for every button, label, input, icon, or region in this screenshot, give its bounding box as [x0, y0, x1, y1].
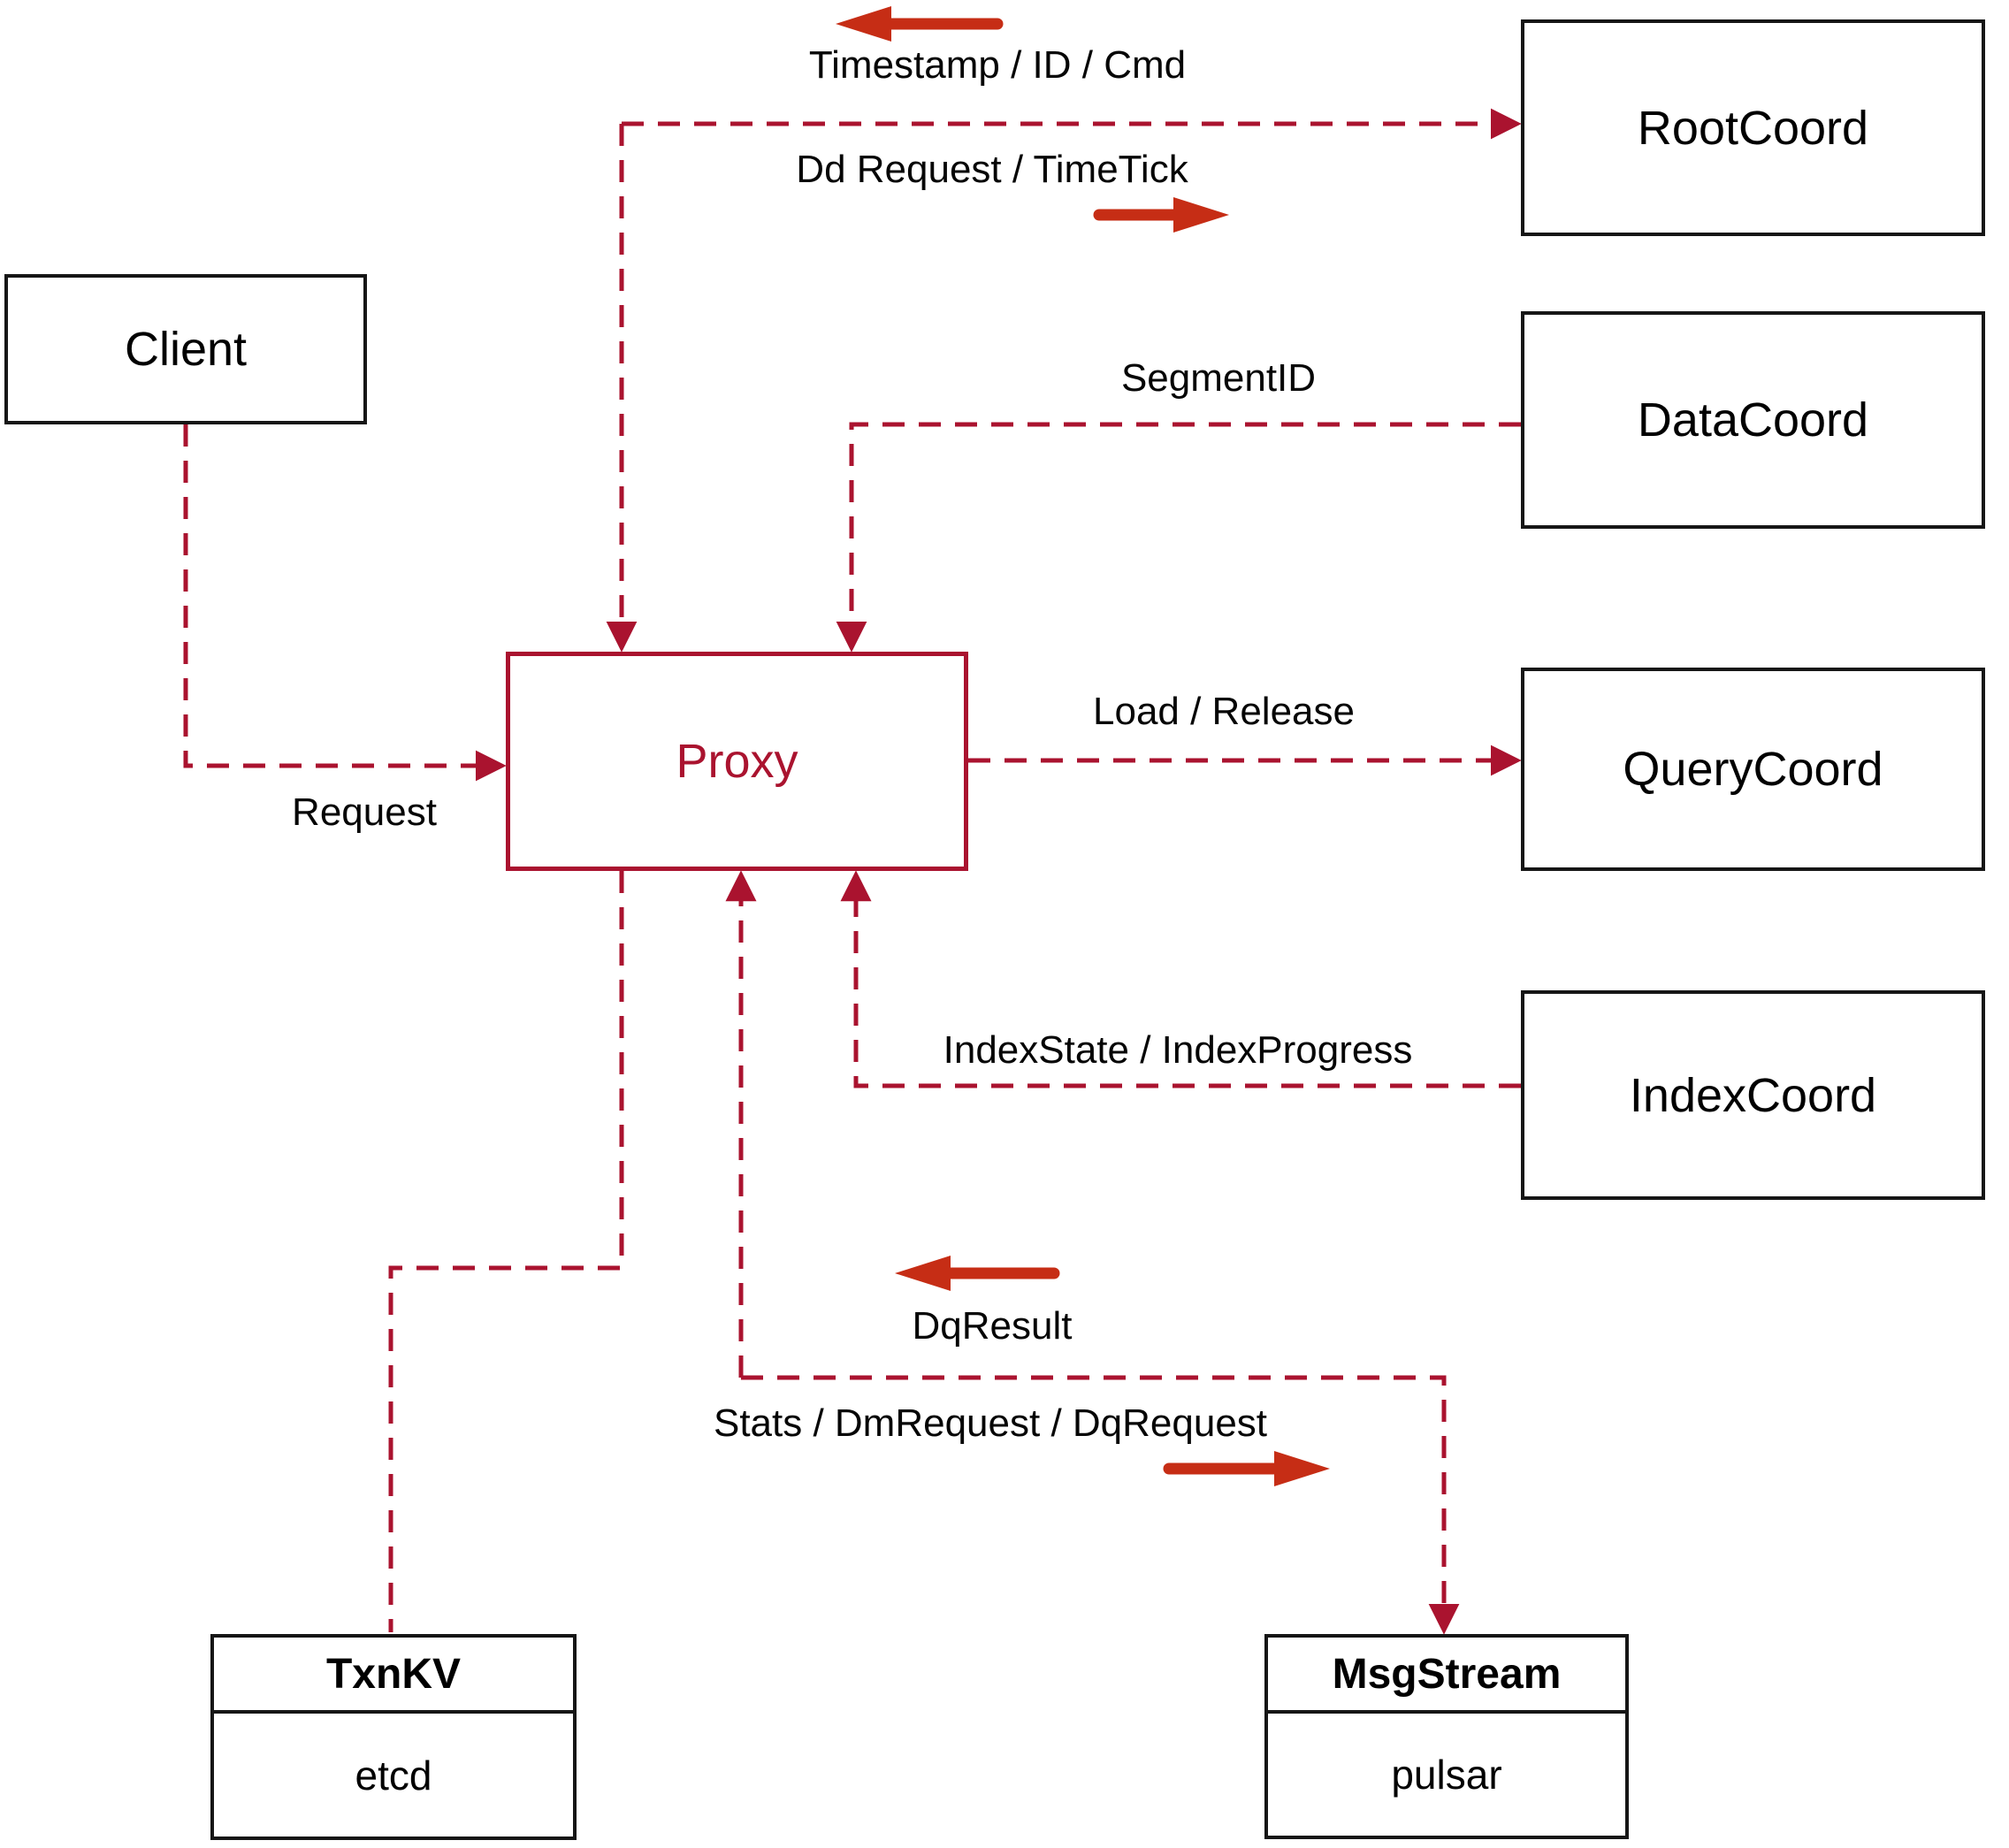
arrow-left-dqresult-icon	[895, 1256, 1060, 1291]
edge-proxy-to-txnkv	[388, 871, 624, 1632]
txnkv-impl: etcd	[355, 1752, 432, 1798]
datacoord-node: DataCoord	[1521, 311, 1985, 529]
msgstream-table: MsgStream pulsar	[1264, 1634, 1629, 1839]
txnkv-header: TxnKV	[214, 1638, 573, 1714]
edge-label-index-state-progress: IndexState / IndexProgress	[943, 1028, 1413, 1072]
querycoord-node: QueryCoord	[1521, 668, 1985, 871]
edge-label-segment-id: SegmentID	[1120, 356, 1317, 400]
edge-indexcoord-to-proxy	[840, 870, 1521, 1088]
arrow-left-timestamp-icon	[836, 6, 1004, 42]
rootcoord-label: RootCoord	[1637, 101, 1869, 155]
arrow-right-ddrequest-icon	[1093, 197, 1229, 233]
edge-label-timestamp-id-cmd: Timestamp / ID / Cmd	[808, 43, 1187, 87]
datacoord-label: DataCoord	[1637, 393, 1869, 447]
indexcoord-node: IndexCoord	[1521, 990, 1985, 1200]
edge-label-dq-result: DqResult	[912, 1304, 1073, 1348]
edge-datacoord-to-proxy	[836, 422, 1521, 653]
msgstream-header: MsgStream	[1268, 1638, 1625, 1714]
client-label: Client	[124, 323, 248, 376]
edge-client-to-proxy	[183, 424, 507, 782]
querycoord-label: QueryCoord	[1623, 743, 1883, 796]
arrow-right-stats-icon	[1163, 1451, 1330, 1486]
client-node: Client	[4, 274, 367, 424]
edge-proxy-to-msgstream	[741, 1375, 1460, 1635]
txnkv-table: TxnKV etcd	[210, 1634, 577, 1840]
edge-label-load-release: Load / Release	[1093, 690, 1355, 733]
edge-label-stats-dm-dq: Stats / DmRequest / DqRequest	[713, 1401, 1268, 1445]
edge-label-request: Request	[292, 790, 437, 834]
indexcoord-label: IndexCoord	[1629, 1068, 1877, 1122]
msgstream-impl: pulsar	[1391, 1752, 1502, 1798]
rootcoord-node: RootCoord	[1521, 19, 1985, 236]
edge-label-dd-request-timetick: Dd Request / TimeTick	[796, 148, 1188, 191]
proxy-label: Proxy	[676, 735, 798, 788]
proxy-node: Proxy	[506, 652, 968, 871]
